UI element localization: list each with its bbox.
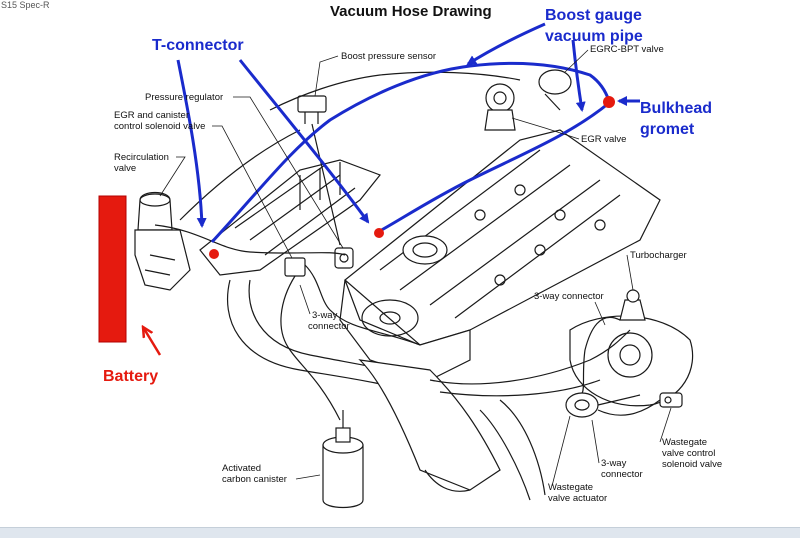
three-way-connector-right-label: 3-way connector	[534, 291, 604, 302]
wastegate-actuator	[565, 392, 641, 418]
oil-filler-cap	[402, 235, 448, 265]
boost-pressure-sensor-label: Boost pressure sensor	[341, 51, 436, 62]
t-connector-label: T-connector	[152, 37, 244, 54]
egr-canister-solenoid	[284, 257, 306, 277]
carbon-canister-label-line1: Activated	[222, 463, 261, 474]
intake-manifold	[199, 159, 381, 276]
egr-valve	[484, 83, 516, 131]
bulkhead-label-line1: Bulkhead	[640, 100, 712, 117]
carbon-canister	[322, 410, 364, 509]
egrc-bpt-valve	[538, 69, 572, 111]
boost-gauge-arrow-lower	[571, 39, 586, 112]
boost-gauge-route	[210, 61, 611, 244]
wastegate-solenoid	[659, 392, 683, 408]
egrc-bpt-valve-label: EGRC-BPT valve	[590, 44, 664, 55]
t-connector-arrow-left	[176, 59, 207, 228]
bulkhead-label-line2: gromet	[640, 121, 695, 138]
boost-gauge-pipe-upper	[210, 61, 611, 244]
wastegate-actuator-label-line2: valve actuator	[548, 493, 607, 504]
recirculation-label-line1: Recirculation	[114, 152, 169, 163]
boost-gauge-label-line2: vacuum pipe	[545, 28, 643, 45]
boost-gauge-arrow-upper	[466, 22, 546, 66]
wastegate-solenoid-label-line1: Wastegate	[662, 437, 707, 448]
turbocharger-label: Turbocharger	[630, 250, 687, 261]
pressure-regulator	[334, 247, 354, 269]
boost-gauge-pipe-lower	[377, 101, 610, 234]
diagram-title: Vacuum Hose Drawing	[330, 3, 492, 20]
bottom-toolbar-strip	[0, 527, 800, 538]
wastegate-solenoid-label-line3: solenoid valve	[662, 459, 722, 470]
recirculation-valve	[134, 191, 191, 291]
boost-pressure-sensor	[297, 95, 327, 124]
battery-marker	[98, 195, 127, 343]
engine-drawing	[134, 69, 694, 509]
wastegate-solenoid-label-line2: valve control	[662, 448, 715, 459]
turbocharger	[569, 289, 694, 407]
battery-label: Battery	[103, 368, 158, 385]
three-way-connector-bottom-label-line1: 3-way	[601, 458, 627, 469]
wastegate-actuator-label-line1: Wastegate	[548, 482, 593, 493]
t-connector-marker-left	[209, 249, 219, 259]
carbon-canister-label-line2: carbon canister	[222, 474, 287, 485]
t-connector-marker-right	[374, 228, 384, 238]
battery-arrow	[143, 327, 162, 356]
egr-canister-label-line2: control solenoid valve	[114, 121, 205, 132]
cam-cover	[344, 129, 661, 346]
egr-valve-label: EGR valve	[581, 134, 626, 145]
bulkhead-gromet-marker	[603, 96, 615, 108]
pressure-regulator-label: Pressure regulator	[145, 92, 223, 103]
three-way-connector-bottom-label-line2: connector	[601, 469, 643, 480]
intake-pipe	[358, 359, 501, 491]
recirculation-label-line2: valve	[114, 163, 136, 174]
t-connector-arrow-right	[238, 59, 370, 224]
three-way-connector-left-label-line2: connector	[308, 321, 350, 332]
page-header: S15 Spec-R	[1, 0, 50, 10]
egr-canister-label-line1: EGR and canister	[114, 110, 189, 121]
three-way-connector-left-label-line1: 3-way	[312, 310, 338, 321]
boost-gauge-label-line1: Boost gauge	[545, 7, 642, 24]
